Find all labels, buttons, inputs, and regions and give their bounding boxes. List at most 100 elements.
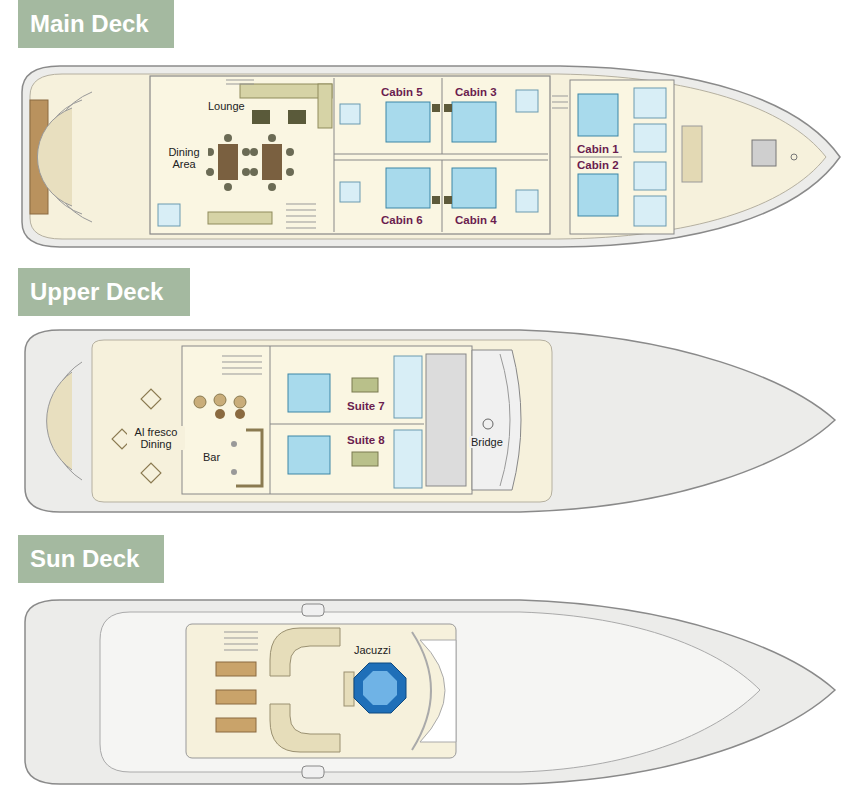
upper-salon <box>182 346 472 494</box>
chair <box>224 134 232 142</box>
jacuzzi-tub <box>354 663 406 713</box>
bridge-window <box>500 354 510 486</box>
deck-floor <box>30 74 826 239</box>
bow-fitting <box>791 154 797 160</box>
windscreen <box>420 640 456 742</box>
coffee-table <box>288 110 306 124</box>
cabin-label: Suite 7 <box>345 400 387 413</box>
lounge-sofa <box>270 704 340 752</box>
bathroom <box>340 182 360 202</box>
room-label: Bar <box>201 451 222 463</box>
salon-structure <box>150 76 550 234</box>
bed <box>452 168 496 208</box>
anchor-windlass <box>752 140 776 166</box>
bathroom <box>394 430 422 488</box>
night-stand <box>432 104 440 112</box>
sun-deck-floor <box>186 624 456 758</box>
deck-title: Upper Deck <box>18 278 175 306</box>
chair <box>224 183 232 191</box>
deck-title: Sun Deck <box>18 545 151 573</box>
cabin-label: Cabin 3 <box>453 86 499 99</box>
sun-lounger <box>216 718 256 732</box>
cabin-label: Cabin 2 <box>575 159 621 172</box>
suite-table <box>352 378 378 392</box>
night-stand <box>432 196 440 204</box>
lounge-sofa <box>270 628 340 676</box>
lounge-sofa <box>318 84 332 128</box>
deck-floor <box>92 340 552 502</box>
dining-chairs <box>206 134 294 191</box>
stool <box>194 396 206 408</box>
dining-table <box>218 144 238 180</box>
night-stand <box>444 104 452 112</box>
coffee-table <box>252 110 270 124</box>
dining-table <box>262 144 282 180</box>
bed <box>452 102 496 142</box>
jacuzzi-water <box>363 671 397 705</box>
main-deck-plan <box>22 66 840 247</box>
room-label: Bridge <box>469 436 505 448</box>
chair <box>268 183 276 191</box>
bathroom <box>158 204 180 226</box>
stairs-up <box>226 80 254 84</box>
stern-stairs <box>47 372 72 470</box>
stern-stairs <box>37 108 72 206</box>
cabin-label: Cabin 5 <box>379 86 425 99</box>
stool <box>234 396 246 408</box>
wall <box>442 78 443 154</box>
bathroom <box>516 190 538 212</box>
bar-stool <box>231 441 237 447</box>
hull-outline <box>25 330 835 512</box>
corridor-wall <box>334 160 548 161</box>
stairs <box>224 632 258 650</box>
helm <box>483 419 493 429</box>
chair <box>250 168 258 176</box>
deck-banner: Upper Deck <box>18 268 190 316</box>
upper-deck-plan <box>25 330 835 512</box>
hull-outline <box>22 66 840 247</box>
bed <box>578 94 618 136</box>
bathroom <box>394 356 422 418</box>
bar-seating <box>194 394 246 408</box>
bathroom <box>634 162 666 190</box>
stairs <box>552 96 568 108</box>
table <box>141 389 161 409</box>
wall <box>270 424 424 425</box>
forward-cabins <box>570 80 674 234</box>
bed <box>386 168 430 208</box>
cabin-label: Cabin 4 <box>453 214 499 227</box>
wall <box>570 157 622 158</box>
bed <box>288 374 330 412</box>
table <box>215 409 225 419</box>
bathroom <box>516 90 538 112</box>
superstructure-roof <box>100 612 760 772</box>
chair <box>286 148 294 156</box>
sun-deck-plan <box>25 600 835 784</box>
room-label: Al fresco Dining <box>127 426 185 450</box>
bed <box>386 102 430 142</box>
hull-outline <box>25 600 835 784</box>
buffet-sofa <box>208 212 272 224</box>
grating <box>302 604 324 616</box>
bridge-room <box>472 350 521 490</box>
table <box>141 463 161 483</box>
room-label: Lounge <box>206 100 247 112</box>
sun-lounger <box>216 690 256 704</box>
stairs-down <box>286 204 316 228</box>
sun-lounger <box>216 662 256 676</box>
corridor-wall <box>334 154 548 155</box>
cabin-label: Cabin 6 <box>379 214 425 227</box>
deck-banner: Sun Deck <box>18 535 164 583</box>
chair <box>286 168 294 176</box>
wall <box>442 160 443 232</box>
deck-banner: Main Deck <box>18 0 174 48</box>
cabin-label: Cabin 1 <box>575 143 621 156</box>
room-label: Dining Area <box>160 146 208 170</box>
chair <box>242 148 250 156</box>
night-stand <box>444 196 452 204</box>
stool <box>214 394 226 406</box>
stairs <box>222 356 262 374</box>
table <box>235 409 245 419</box>
